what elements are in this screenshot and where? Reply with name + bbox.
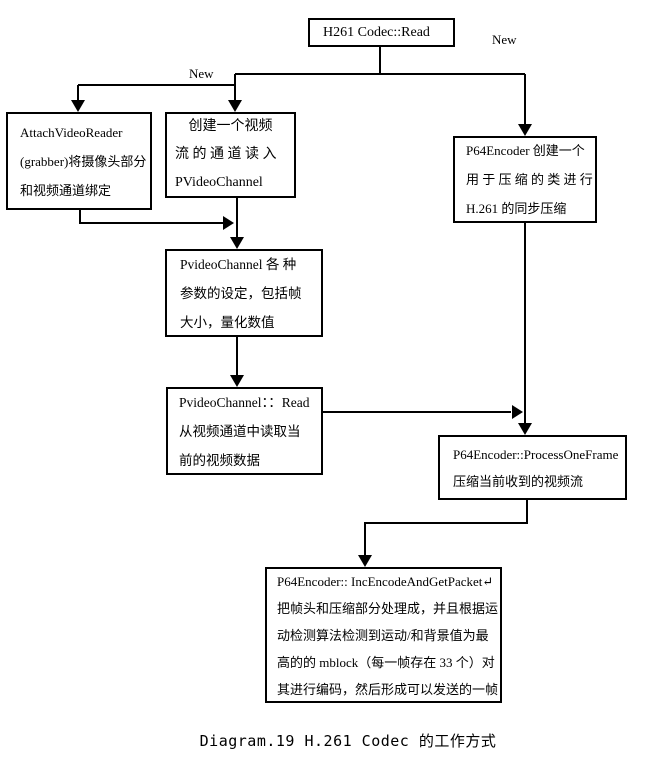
diagram-caption: Diagram.19 H.261 Codec 的工作方式 [199, 732, 497, 750]
flow-box-line: P64Encoder 创建一个 [466, 143, 585, 158]
flow-box-line: 和视频通道绑定 [20, 182, 112, 198]
arrowhead-down-icon [230, 375, 244, 387]
flow-box-line: 创建一个视频 [188, 119, 273, 134]
flow-box-line: (grabber)将摄像头部分 [20, 153, 147, 169]
flow-box-line: 其进行编码，然后形成可以发送的一帧 [277, 681, 499, 697]
flow-box-create-video-channel: 创建一个视频 流 的 通 道 读 入 PVideoChannel [165, 112, 296, 198]
flow-box-line: 大小，量化数值 [180, 314, 275, 330]
flow-box-line: 动检测算法检测到运动/和背景值为最 [277, 627, 489, 643]
flow-box-line: PVideoChannel [175, 175, 263, 190]
arrowhead-down-icon [358, 555, 372, 567]
flow-box-line: H261 Codec::Read [323, 24, 430, 40]
flow-box-line: 流 的 通 道 读 入 [175, 147, 277, 162]
flow-box-attach-video-reader: AttachVideoReader (grabber)将摄像头部分 和视频通道绑… [6, 112, 152, 210]
flow-box-line: 高的的 mblock（每一帧存在 33 个）对 [277, 654, 495, 670]
flow-box-line: 参数的设定，包括帧 [180, 285, 302, 301]
arrowhead-right-icon [223, 216, 234, 230]
flow-box-line: P64Encoder::ProcessOneFrame [453, 446, 619, 462]
flow-box-process-one-frame: P64Encoder::ProcessOneFrame 压缩当前收到的视频流 [438, 435, 627, 500]
connector-attach-to-junction [79, 210, 223, 224]
flow-box-line: 前的视频数据 [179, 452, 260, 468]
flow-box-p64-encoder-create: P64Encoder 创建一个 用 于 压 缩 的 类 进 行 H.261 的同… [453, 136, 597, 223]
arrowhead-down-icon [518, 423, 532, 435]
flow-box-line: 从视频通道中读取当 [179, 423, 301, 439]
flow-box-channel-read: PvideoChannel：：Read 从视频通道中读取当 前的视频数据 [166, 387, 323, 475]
arrowhead-down-icon [71, 100, 85, 112]
flow-box-channel-params: PvideoChannel 各 种 参数的设定，包括帧 大小，量化数值 [165, 249, 323, 337]
flow-box-line: AttachVideoReader [20, 124, 123, 140]
flow-box-line: 把帧头和压缩部分处理成，并且根据运 [277, 600, 499, 616]
arrowhead-right-icon [512, 405, 523, 419]
flow-box-line: P64Encoder:: IncEncodeAndGetPacket↵ [277, 573, 494, 589]
edge-label-new-left: New [189, 66, 214, 81]
connector-process-to-inc [364, 500, 528, 557]
flow-box-line: 压缩当前收到的视频流 [453, 473, 584, 489]
arrowhead-down-icon [230, 237, 244, 249]
edge-label-new-right: New [492, 32, 517, 47]
flow-box-h261-codec-read: H261 Codec::Read [308, 18, 455, 47]
arrowhead-down-icon [518, 124, 532, 136]
flow-box-line: PvideoChannel 各 种 [180, 256, 297, 272]
flow-box-inc-encode-get-packet: P64Encoder:: IncEncodeAndGetPacket↵ 把帧头和… [265, 567, 502, 703]
flow-box-line: H.261 的同步压缩 [466, 201, 567, 216]
flow-box-line: PvideoChannel：：Read [179, 394, 310, 410]
flow-box-line: 用 于 压 缩 的 类 进 行 [466, 172, 593, 187]
arrowhead-down-icon [228, 100, 242, 112]
